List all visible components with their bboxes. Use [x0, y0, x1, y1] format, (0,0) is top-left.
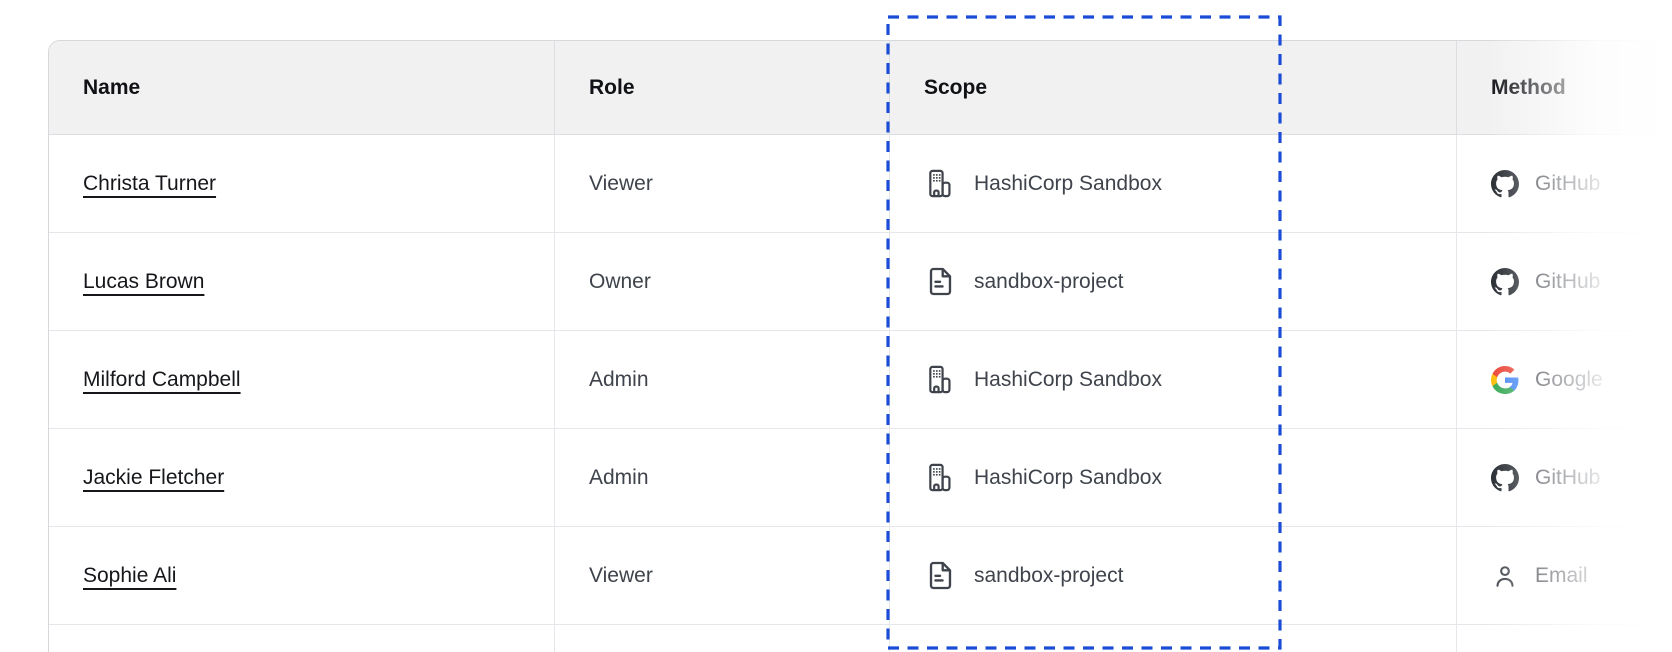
- scope-cell: sandbox-project: [889, 527, 1456, 624]
- method-value: GitHub: [1535, 465, 1601, 489]
- role-cell: Admin: [554, 429, 889, 526]
- column-header-name: Name: [83, 75, 141, 99]
- column-header-method: Method: [1456, 41, 1672, 134]
- name-cell: [49, 625, 554, 652]
- role-value: Owner: [589, 269, 651, 293]
- method-value: GitHub: [1535, 171, 1601, 195]
- name-cell: Jackie Fletcher: [49, 429, 554, 526]
- method-cell: GitHub: [1456, 429, 1672, 526]
- table-row-partial: [49, 625, 1672, 652]
- scope-value: HashiCorp Sandbox: [974, 367, 1162, 391]
- method-value: Email: [1535, 563, 1588, 587]
- github-icon: [1491, 170, 1519, 198]
- table-row: Milford Campbell Admin HashiCorp Sandbox…: [49, 331, 1672, 429]
- scope-value: sandbox-project: [974, 563, 1124, 587]
- file-icon: [924, 559, 957, 592]
- github-icon: [1491, 464, 1519, 492]
- method-cell: Email: [1456, 527, 1672, 624]
- role-value: Viewer: [589, 563, 653, 587]
- method-cell: Google: [1456, 331, 1672, 428]
- role-cell: Viewer: [554, 527, 889, 624]
- scope-value: sandbox-project: [974, 269, 1124, 293]
- name-cell: Lucas Brown: [49, 233, 554, 330]
- role-value: Admin: [589, 367, 649, 391]
- column-header-scope: Scope: [889, 41, 1456, 134]
- table-row: Jackie Fletcher Admin HashiCorp Sandbox …: [49, 429, 1672, 527]
- method-cell: GitHub: [1456, 233, 1672, 330]
- method-cell: GitHub: [1456, 135, 1672, 232]
- table-row: Christa Turner Viewer HashiCorp Sandbox …: [49, 135, 1672, 233]
- member-name-link[interactable]: Sophie Ali: [83, 563, 177, 587]
- method-value: GitHub: [1535, 269, 1601, 293]
- google-icon: [1491, 366, 1519, 394]
- role-cell: Owner: [554, 233, 889, 330]
- scope-value: HashiCorp Sandbox: [974, 465, 1162, 489]
- scope-cell: sandbox-project: [889, 233, 1456, 330]
- scope-cell: HashiCorp Sandbox: [889, 429, 1456, 526]
- method-value: Google: [1535, 367, 1603, 391]
- table-row: Lucas Brown Owner sandbox-project GitHub: [49, 233, 1672, 331]
- member-name-link[interactable]: Lucas Brown: [83, 269, 205, 293]
- file-icon: [924, 265, 957, 298]
- table-row: Sophie Ali Viewer sandbox-project Email: [49, 527, 1672, 625]
- member-name-link[interactable]: Milford Campbell: [83, 367, 241, 391]
- role-cell: [554, 625, 889, 652]
- member-name-link[interactable]: Christa Turner: [83, 171, 217, 195]
- org-icon: [924, 461, 957, 494]
- github-icon: [1491, 268, 1519, 296]
- person-icon: [1491, 562, 1519, 590]
- scope-cell: HashiCorp Sandbox: [889, 331, 1456, 428]
- scope-value: HashiCorp Sandbox: [974, 171, 1162, 195]
- role-value: Viewer: [589, 171, 653, 195]
- method-cell: [1456, 625, 1672, 652]
- members-table: Name Role Scope Method Christa Turner Vi…: [48, 40, 1672, 652]
- role-cell: Viewer: [554, 135, 889, 232]
- scope-cell: HashiCorp Sandbox: [889, 135, 1456, 232]
- role-cell: Admin: [554, 331, 889, 428]
- name-cell: Christa Turner: [49, 135, 554, 232]
- org-icon: [924, 363, 957, 396]
- table-header-row: Name Role Scope Method: [49, 41, 1672, 135]
- org-icon: [924, 167, 957, 200]
- member-name-link[interactable]: Jackie Fletcher: [83, 465, 225, 489]
- name-cell: Milford Campbell: [49, 331, 554, 428]
- column-header-role: Role: [554, 41, 889, 134]
- role-value: Admin: [589, 465, 649, 489]
- scope-cell: [889, 625, 1456, 652]
- name-cell: Sophie Ali: [49, 527, 554, 624]
